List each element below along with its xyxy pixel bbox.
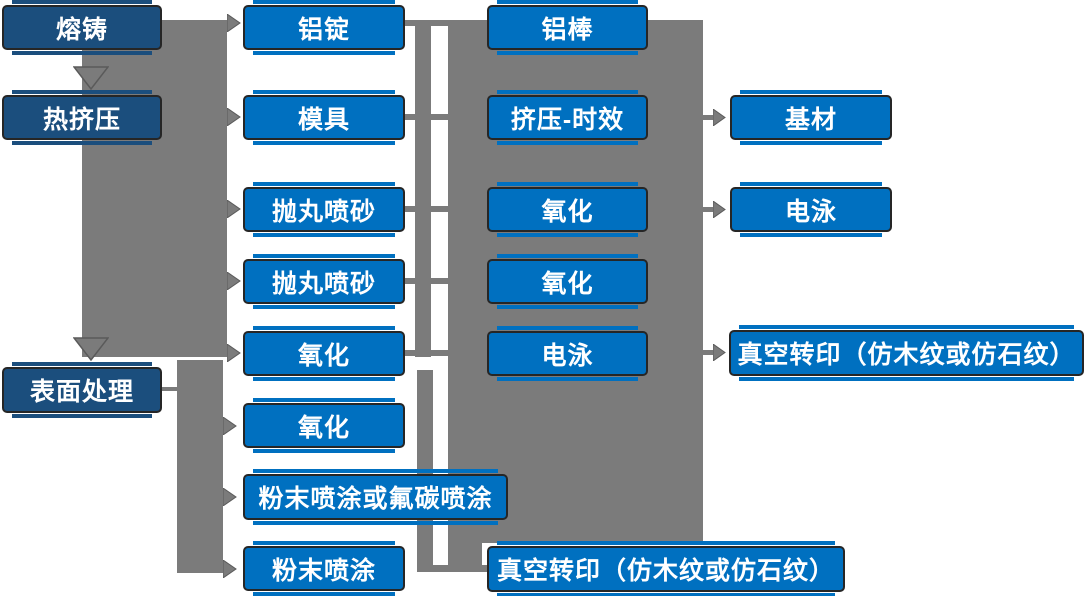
connector-stub-row5: [405, 350, 448, 356]
node-vacuum-transfer-c4: 真空转印（仿木纹或仿石纹）: [729, 325, 1084, 381]
connector-left-slab: [82, 20, 227, 357]
node-extrusion-aging: 挤压-时效: [487, 90, 648, 145]
node-powder-coating: 粉末喷涂: [243, 541, 405, 596]
connector-stub-row2: [405, 114, 448, 120]
connector-bottom-stub: [417, 565, 487, 572]
arrow-right-icon: [226, 199, 241, 219]
node-mold: 模具: [243, 90, 405, 145]
connector-line-to-vacuum4: [703, 350, 715, 355]
node-aluminum-rod: 铝棒: [487, 0, 648, 55]
node-shot-blast-2: 抛丸喷砂: [243, 254, 405, 309]
node-powder-or-fluorocarbon: 粉末喷涂或氟碳喷涂: [243, 469, 508, 525]
connector-branch-bar: [177, 360, 223, 573]
connector-stub-row3: [405, 206, 448, 212]
connector-bar-col2-col3: [415, 20, 431, 357]
connector-surface-stub: [162, 387, 178, 391]
connector-bar-lower-b: [448, 523, 482, 572]
node-base-material: 基材: [730, 90, 892, 145]
node-melt: 熔铸: [2, 0, 162, 55]
node-vacuum-transfer-c3: 真空转印（仿木纹或仿石纹）: [487, 541, 845, 596]
connector-stub-row1: [405, 20, 448, 26]
arrow-down-icon: [72, 66, 110, 91]
node-oxidation-c2-2: 氧化: [243, 398, 405, 453]
node-electrophoresis-c3: 电泳: [487, 326, 648, 381]
arrow-down-icon: [72, 337, 110, 362]
connector-line-to-electro4: [703, 207, 715, 212]
arrow-right-icon: [226, 271, 241, 291]
node-hot-extrusion: 热挤压: [2, 90, 162, 145]
node-electrophoresis-c4: 电泳: [730, 182, 892, 237]
arrow-right-icon: [712, 108, 726, 127]
node-shot-blast-1: 抛丸喷砂: [243, 182, 405, 237]
node-aluminum-ingot: 铝锭: [243, 0, 405, 55]
arrow-right-icon: [712, 200, 726, 219]
arrow-right-icon: [226, 107, 241, 127]
arrow-right-icon: [222, 559, 237, 579]
arrow-right-icon: [226, 343, 241, 363]
node-oxidation-c3-1: 氧化: [487, 182, 648, 237]
arrow-right-icon: [226, 13, 241, 33]
connector-line-to-base: [703, 115, 715, 120]
connector-stub-row4: [405, 278, 448, 284]
arrow-right-icon: [222, 487, 237, 507]
node-oxidation-c2-1: 氧化: [243, 326, 405, 381]
arrow-right-icon: [712, 343, 726, 362]
arrow-right-icon: [222, 416, 237, 436]
node-oxidation-c3-2: 氧化: [487, 254, 648, 309]
node-surface-treatment: 表面处理: [2, 362, 162, 418]
